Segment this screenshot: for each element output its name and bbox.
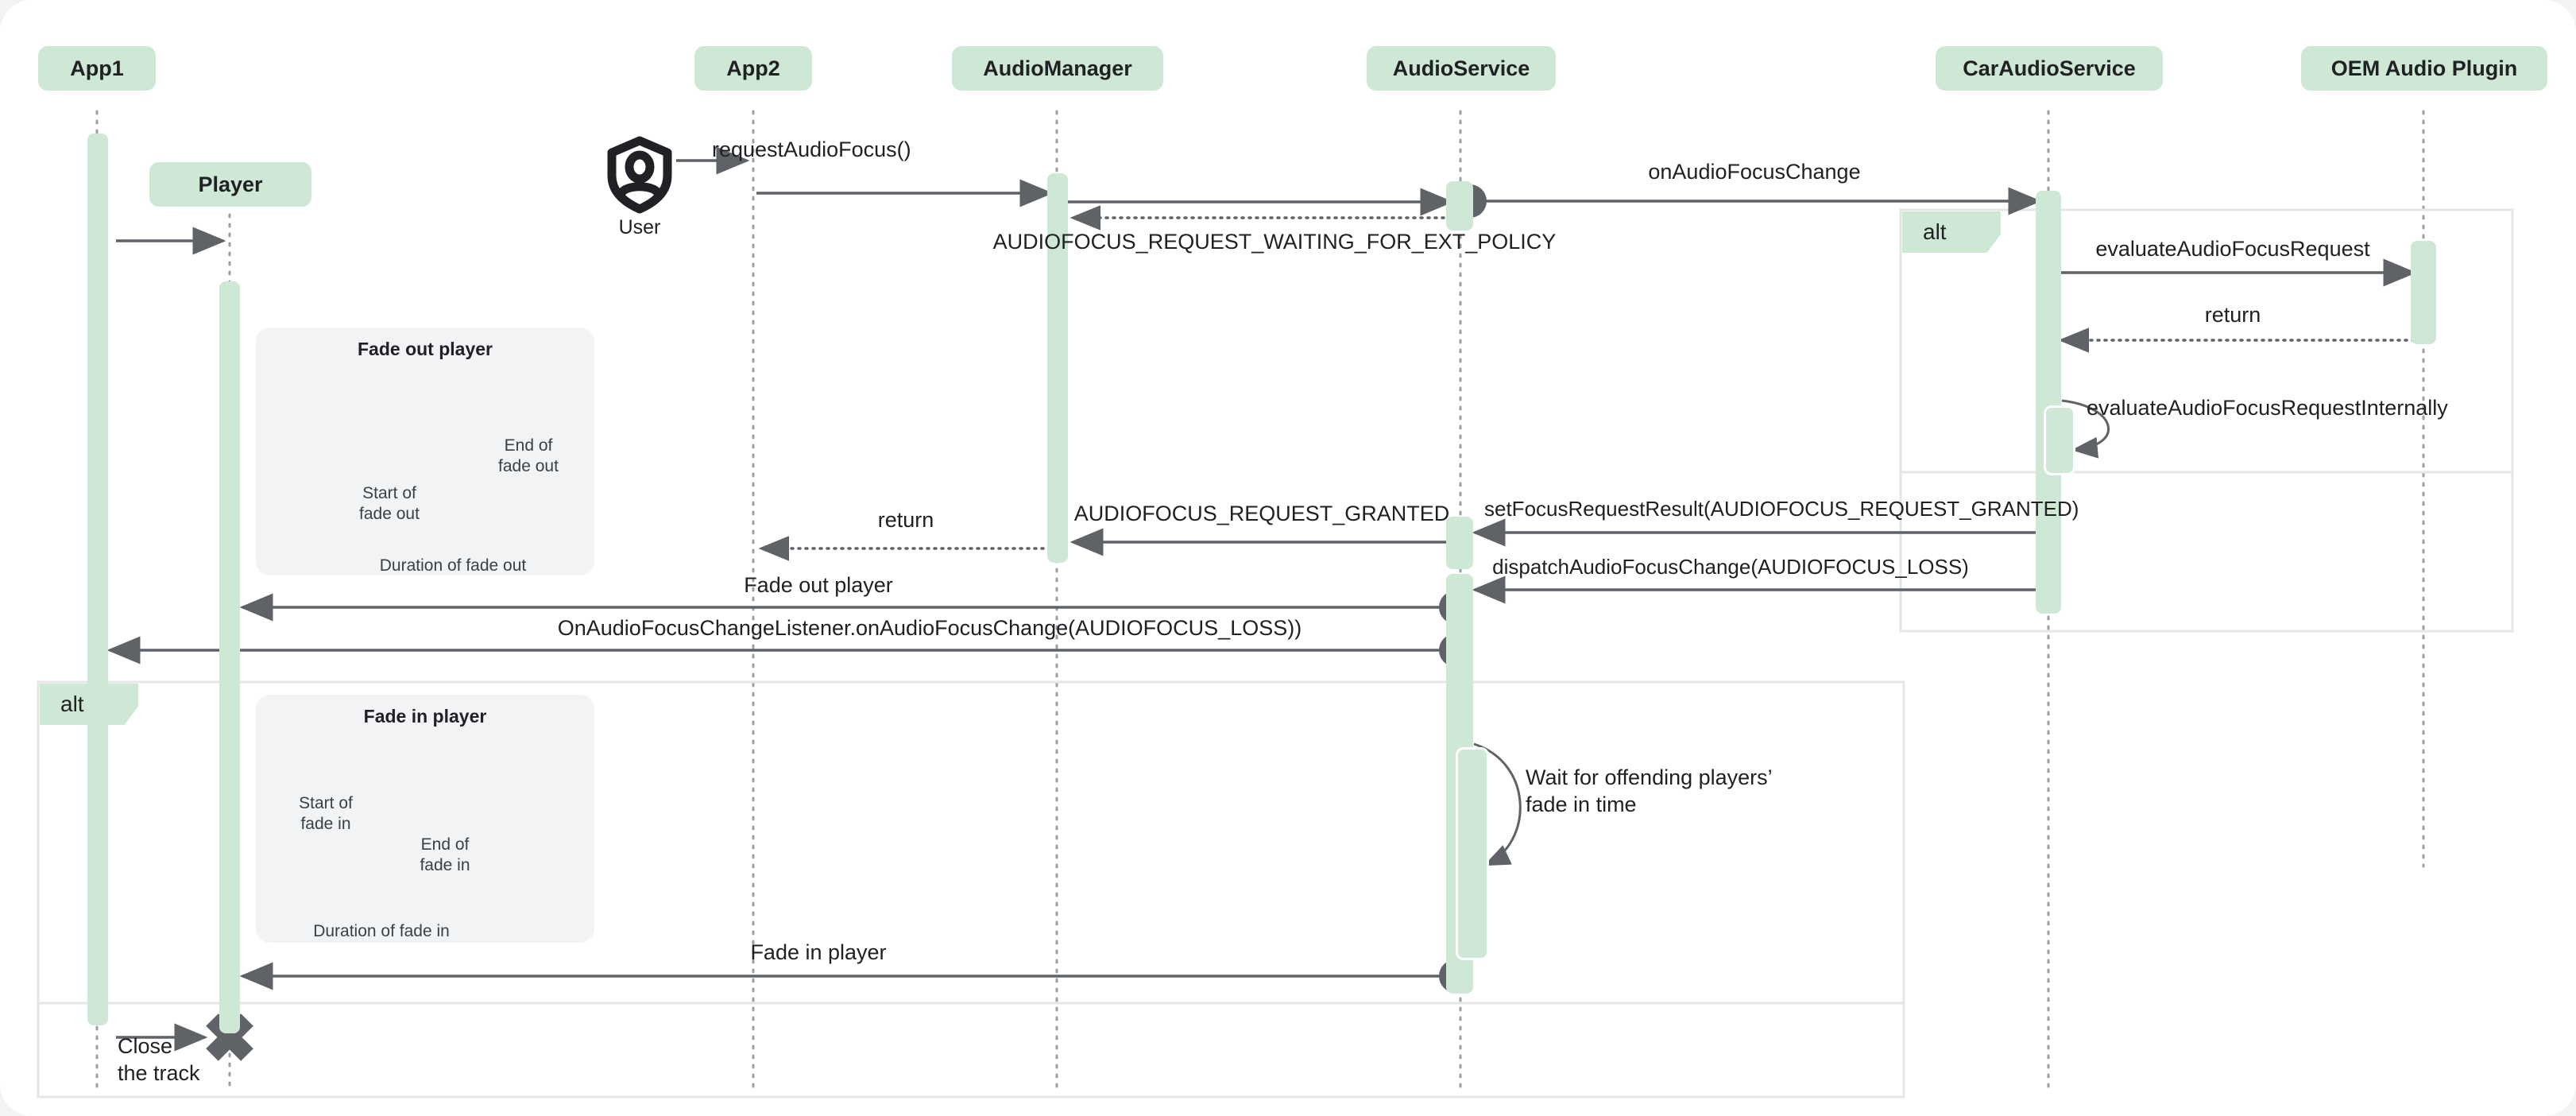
msg-label-onAudioFocusChange: onAudioFocusChange (1648, 160, 1861, 184)
participant-caraudioservice-label: CarAudioService (1963, 56, 2136, 80)
arrow-self-wait-fade-in (1473, 742, 1522, 866)
arrow-self-evaluateInternally (2061, 399, 2110, 459)
participant-oemplugin-label: OEM Audio Plugin (2330, 56, 2518, 80)
fragment-tag-alt-app1: alt (40, 684, 138, 725)
fade-out-chart-inset: Fade out player (256, 327, 594, 575)
msg-label-close-the-track: Close the track (118, 1034, 200, 1085)
fade-out-duration-caption: Duration of fade out (379, 556, 527, 575)
participant-app2[interactable]: App2 (694, 46, 812, 91)
msg-label-requestAudioFocus: requestAudioFocus() (712, 138, 911, 161)
participant-app1[interactable]: App1 (38, 46, 156, 91)
fragment-tag-alt-app1-label: alt (60, 692, 84, 716)
activation-caraudioservice-nested (2044, 405, 2075, 475)
message-arrows: AudioManager (return dotted) --> CarAudi… (106, 146, 2417, 1052)
participant-audioservice[interactable]: AudioService (1367, 46, 1556, 91)
msg-label-return-oem: return (2204, 303, 2261, 327)
msg-label-audiofocus-waiting-ext-policy: AUDIOFOCUS_REQUEST_WAITING_FOR_EXT_POLIC… (992, 230, 1557, 254)
activation-app1 (87, 134, 108, 1025)
participant-app1-label: App1 (70, 56, 124, 80)
fade-in-start-annotation: Start of fade in (299, 794, 353, 834)
fragment-alt-app1-operand2 (37, 1002, 1905, 1099)
activation-oemplugin (2411, 241, 2436, 344)
msg-label-dispatchAudioFocusChange: dispatchAudioFocusChange(AUDIOFOCUS_LOSS… (1492, 555, 1969, 579)
participant-player-label: Player (198, 172, 263, 196)
fade-in-chart-title: Fade in player (363, 706, 487, 727)
fade-out-start-annotation: Start of fade out (359, 484, 420, 524)
participant-audiomanager-label: AudioManager (983, 56, 1132, 80)
user-shield-icon (607, 136, 672, 214)
msg-label-wait-fade-in-time: Wait for offending players’ fade in time (1526, 765, 1773, 816)
msg-label-evaluateAudioFocusRequestInternally: evaluateAudioFocusRequestInternally (2087, 396, 2448, 420)
fade-out-end-annotation: End of fade out (498, 436, 559, 476)
activation-audiomanager (1047, 173, 1068, 563)
fade-in-duration-caption: Duration of fade in (313, 922, 450, 940)
fragment-tag-alt-oem: alt (1902, 211, 2001, 253)
actor-user-label: User (618, 216, 661, 238)
participant-player[interactable]: Player (149, 162, 311, 207)
fade-in-chart-inset: Fade in player (256, 695, 594, 943)
msg-label-fade-in-player: Fade in player (750, 940, 887, 964)
msg-label-fade-out-player: Fade out player (744, 573, 893, 597)
participant-audioservice-label: AudioService (1392, 56, 1530, 80)
participant-audiomanager[interactable]: AudioManager (952, 46, 1163, 91)
activation-audioservice-1 (1446, 181, 1473, 231)
activation-player (219, 281, 240, 1033)
msg-label-return-app2: return (877, 508, 934, 532)
fragment-tag-alt-oem-label: alt (1923, 219, 1947, 244)
msg-label-evaluateAudioFocusRequest: evaluateAudioFocusRequest (2095, 237, 2370, 261)
fade-out-chart-title: Fade out player (358, 339, 493, 359)
fragment-alt-oem-operand2 (1899, 471, 2514, 633)
msg-label-audiofocus-request-granted: AUDIOFOCUS_REQUEST_GRANTED (1073, 502, 1450, 525)
activation-audioservice-nested (1456, 747, 1489, 960)
msg-label-setFocusRequestResult: setFocusRequestResult(AUDIOFOCUS_REQUEST… (1484, 497, 2079, 521)
fragment-frames (37, 208, 2514, 1099)
activation-audioservice-2 (1446, 517, 1473, 569)
destroy-marker-x (206, 1013, 253, 1061)
fade-in-end-annotation: End of fade in (420, 835, 470, 875)
participant-app2-label: App2 (726, 56, 780, 80)
participant-caraudioservice[interactable]: CarAudioService (1936, 46, 2163, 91)
participant-oemplugin[interactable]: OEM Audio Plugin (2301, 46, 2547, 91)
activation-caraudioservice (2036, 191, 2061, 614)
msg-label-onAudioFocusChangeListener: OnAudioFocusChangeListener.onAudioFocusC… (557, 616, 1302, 640)
